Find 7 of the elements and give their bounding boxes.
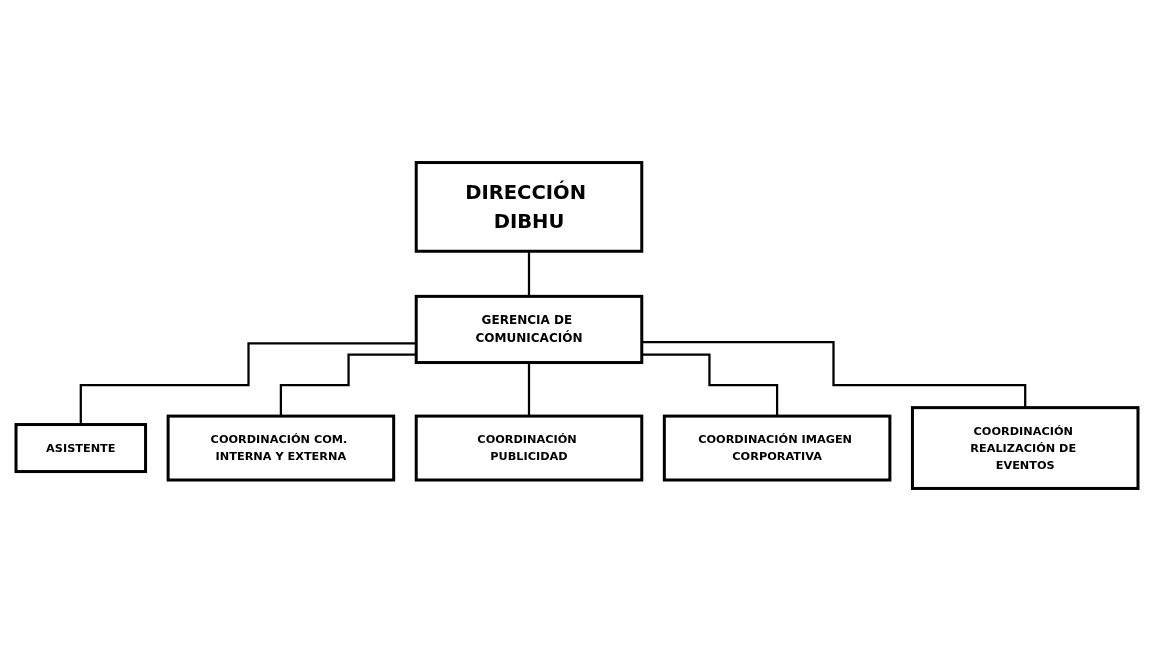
node-box: ASISTENTE <box>14 423 148 474</box>
node-box: COORDINACIÓN REALIZACIÓN DE EVENTOS <box>910 406 1140 490</box>
node-box: COORDINACIÓN PUBLICIDAD <box>414 414 644 482</box>
node-box: DIRECCIÓN DIBHU <box>414 161 644 253</box>
node-box: GERENCIA DE COMUNICACIÓN <box>414 294 644 365</box>
node-box: COORDINACIÓN IMAGEN CORPORATIVA <box>662 414 892 482</box>
node-box: COORDINACIÓN COM. INTERNA Y EXTERNA <box>166 414 396 482</box>
